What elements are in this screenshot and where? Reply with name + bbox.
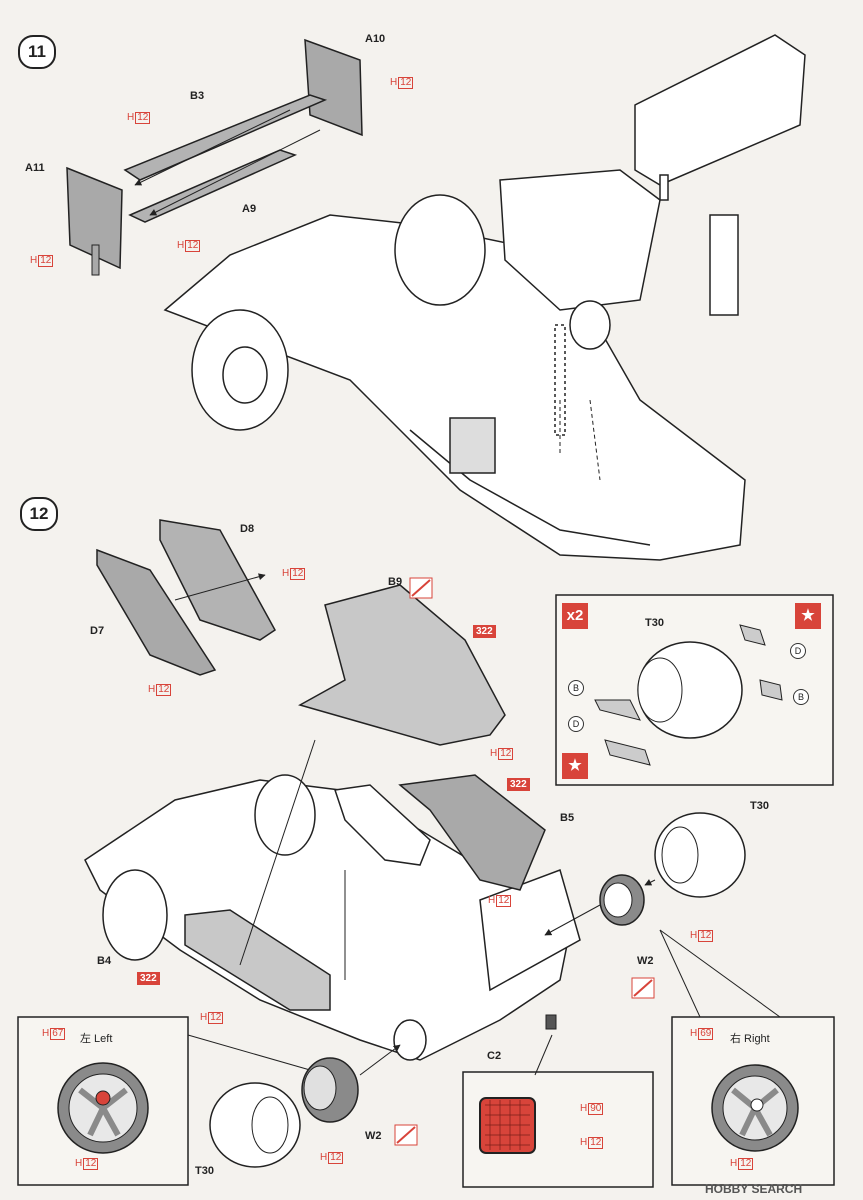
right-wheel-detail-box (671, 1016, 835, 1186)
right-wheel-label: 右 Right (730, 1033, 770, 1045)
tire-t30-right (654, 812, 746, 898)
part-label-t30-bottom: T30 (195, 1165, 214, 1177)
part-label-b4: B4 (97, 955, 112, 967)
no-glue-icon-3 (394, 1124, 418, 1146)
part-label-w2-right: W2 (637, 955, 654, 967)
left-wheel-label: 左 Left (80, 1033, 113, 1045)
part-label-d7: D7 (90, 625, 105, 637)
part-label-b5: B5 (560, 812, 575, 824)
engine-cover-b9 (298, 584, 506, 746)
marker-d-top: D (790, 643, 806, 659)
engine-cover-piece (334, 784, 431, 866)
marker-b-left: B (568, 680, 584, 696)
tire-t30-bottom (209, 1082, 301, 1168)
no-glue-icon (409, 577, 433, 599)
color-code-322-b9: 322 (473, 625, 496, 638)
part-label-w2-bottom: W2 (365, 1130, 382, 1142)
tire-assembly-inset (555, 594, 834, 786)
wing-element-b3 (123, 94, 328, 181)
rear-wing-endplate-a11 (66, 166, 123, 276)
part-label-a9: A9 (242, 203, 257, 215)
no-glue-icon-2 (631, 977, 655, 999)
part-label-d8: D8 (240, 523, 255, 535)
star-icon-bottom: ★ (562, 753, 588, 779)
sidepod-b4 (184, 909, 331, 1011)
quantity-x2-badge: x2 (562, 603, 588, 629)
marker-d-bottom: D (568, 716, 584, 732)
decal-detail-box (462, 1014, 654, 1188)
barge-board-d7 (96, 548, 217, 676)
rear-wing-assembly-step11 (634, 34, 806, 316)
part-label-t30-inset: T30 (645, 617, 664, 629)
color-code-322-b5: 322 (507, 778, 530, 791)
part-label-b9: B9 (388, 576, 403, 588)
watermark: HOBBY SEARCH (705, 1182, 803, 1196)
barge-board-d8 (159, 519, 276, 641)
left-wheel-detail-box (17, 1016, 189, 1186)
part-label-b3: B3 (190, 90, 205, 102)
rear-wing-endplate-a10 (304, 38, 363, 137)
star-icon-top: ★ (795, 603, 821, 629)
part-label-a10: A10 (365, 33, 386, 45)
part-label-c2: C2 (487, 1050, 502, 1062)
wheel-w2-right (599, 874, 645, 926)
step-11-badge: 11 (18, 35, 56, 69)
car-chassis-step12 (84, 774, 581, 1061)
wheel-w2-bottom (301, 1057, 359, 1123)
step-12-badge: 12 (20, 497, 58, 531)
part-label-a11: A11 (25, 162, 45, 174)
part-label-t30-right: T30 (750, 800, 769, 812)
color-code-322-b4: 322 (137, 972, 160, 985)
car-chassis-step11 (163, 169, 746, 561)
sidepod-b5 (398, 774, 546, 891)
marker-b-right: B (793, 689, 809, 705)
